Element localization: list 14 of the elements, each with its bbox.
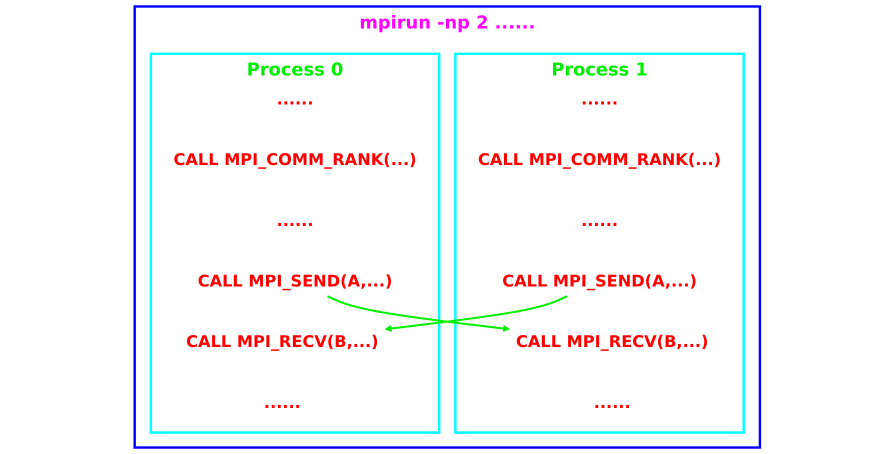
arrow (326, 295, 510, 332)
node-text: CALL MPI_COMM_RANK(...) (173, 150, 416, 170)
node-text: ...... (593, 392, 630, 412)
node-text: CALL MPI_COMM_RANK(...) (478, 150, 721, 170)
node-text: ...... (264, 392, 301, 412)
node-text: ...... (276, 89, 314, 108)
node-text: CALL MPI_RECV(B,...) (516, 332, 708, 352)
node-text: ...... (580, 210, 618, 230)
arrow (384, 295, 568, 332)
node-text: ...... (276, 210, 314, 230)
node-text: CALL MPI_RECV(B,...) (186, 332, 378, 352)
node-text: CALL MPI_SEND(A,...) (502, 271, 697, 291)
node-text: ...... (580, 89, 618, 108)
node-text: CALL MPI_SEND(A,...) (197, 271, 392, 291)
